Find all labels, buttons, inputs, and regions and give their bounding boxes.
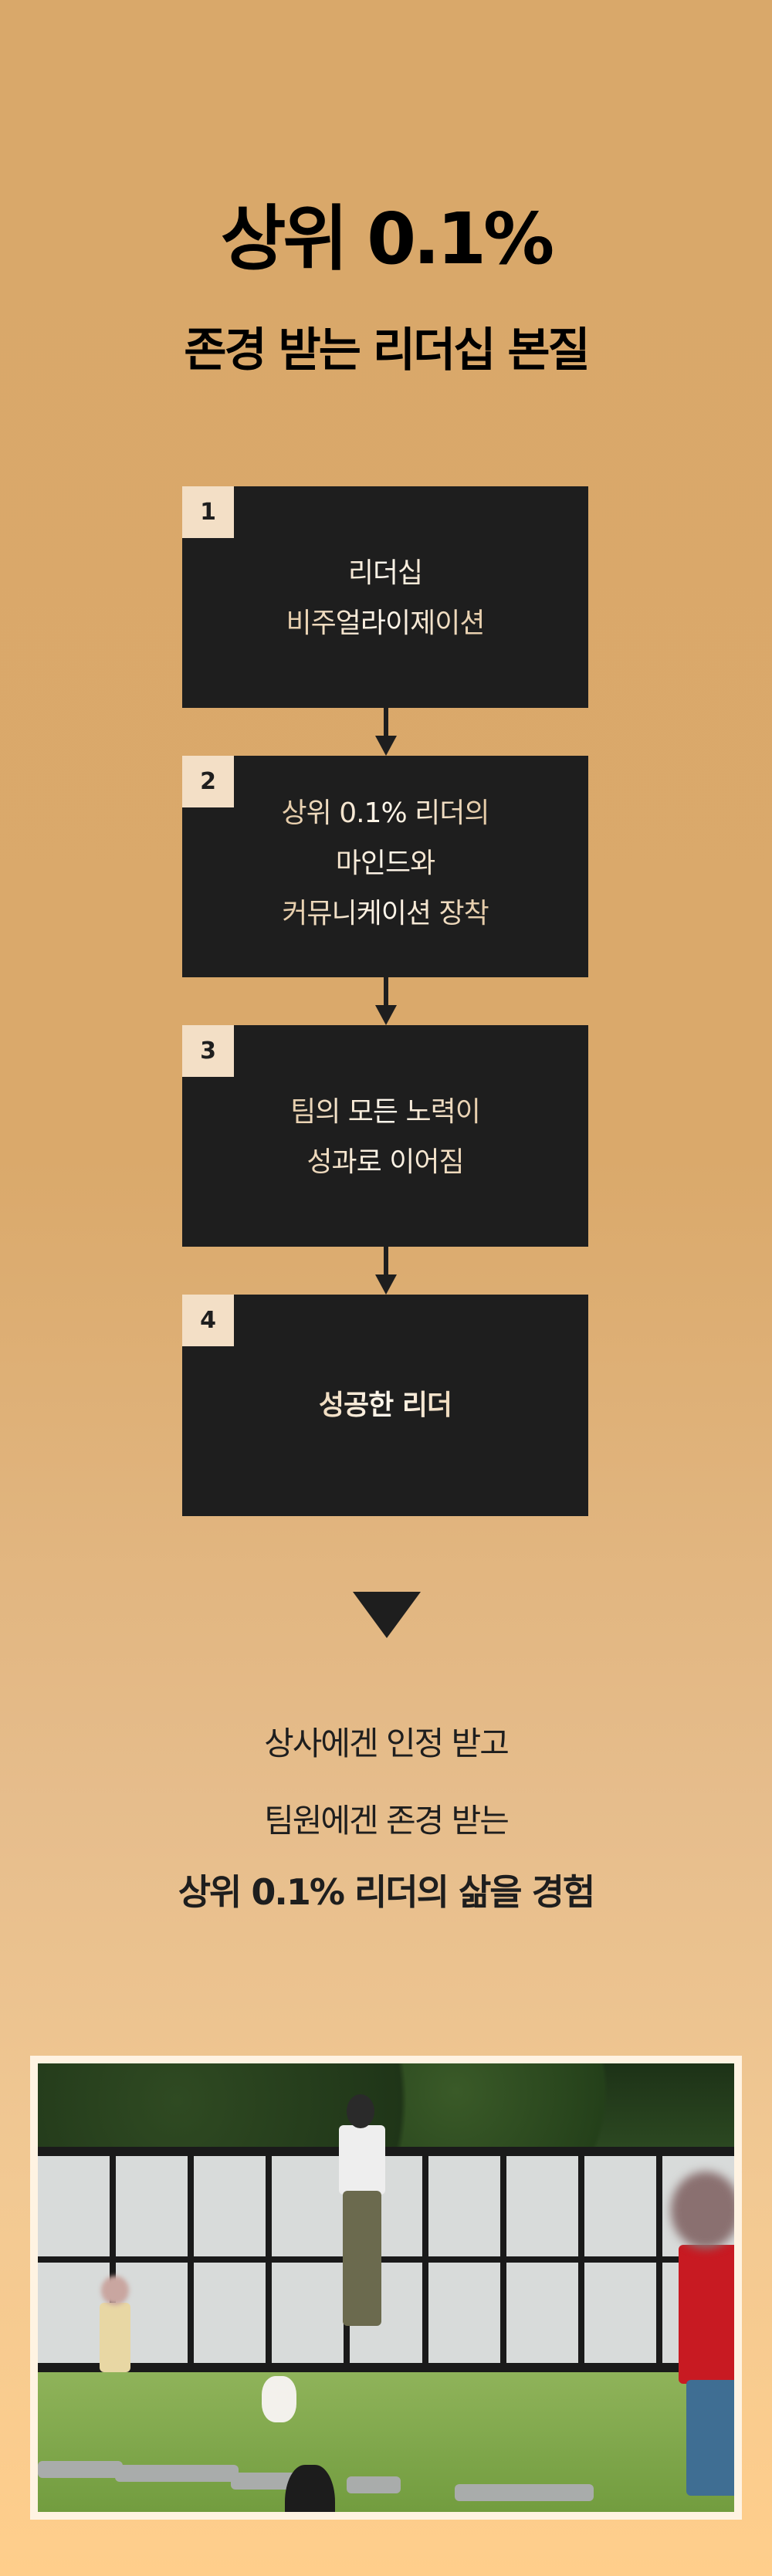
step-text: 성공한 리더 <box>182 1380 588 1430</box>
result-line-2: 팀원에겐 존경 받는 <box>264 1802 510 1840</box>
photo-frame <box>30 2056 742 2520</box>
arrow-head-icon <box>375 1005 397 1025</box>
photo-trees <box>38 2063 734 2156</box>
step-number: 4 <box>182 1295 234 1346</box>
arrow-head-icon <box>375 1274 397 1295</box>
result-line-1: 상사에겐 인정 받고 <box>264 1725 510 1762</box>
arrow-connector <box>384 708 388 739</box>
step-line: 팀의 모든 노력이 <box>290 1096 480 1128</box>
photo-fence <box>38 2147 734 2378</box>
result-line-3: 상위 0.1% 리더의 삶을 경험 <box>178 1871 596 1913</box>
step-number: 2 <box>182 756 234 807</box>
arrow-connector <box>384 977 388 1008</box>
step-line: 리더십 <box>347 557 423 589</box>
step-line: 마인드와 <box>335 848 435 879</box>
step-line: 커뮤니케이션 장착 <box>282 898 489 929</box>
page-title: 상위 0.1% <box>220 198 554 280</box>
step-number: 1 <box>182 486 234 538</box>
step-line: 성과로 이어짐 <box>306 1146 464 1178</box>
step-line: 상위 0.1% 리더의 <box>281 797 489 829</box>
page-subtitle: 존경 받는 리더십 본질 <box>184 323 590 377</box>
arrow-connector <box>384 1247 388 1278</box>
arrow-head-icon <box>375 736 397 756</box>
step-number: 3 <box>182 1025 234 1077</box>
team-photo <box>38 2063 734 2512</box>
down-triangle-icon <box>353 1592 421 1638</box>
step-box-4: 4 성공한 리더 <box>182 1295 588 1516</box>
step-line: 비주얼라이제이션 <box>286 608 485 639</box>
